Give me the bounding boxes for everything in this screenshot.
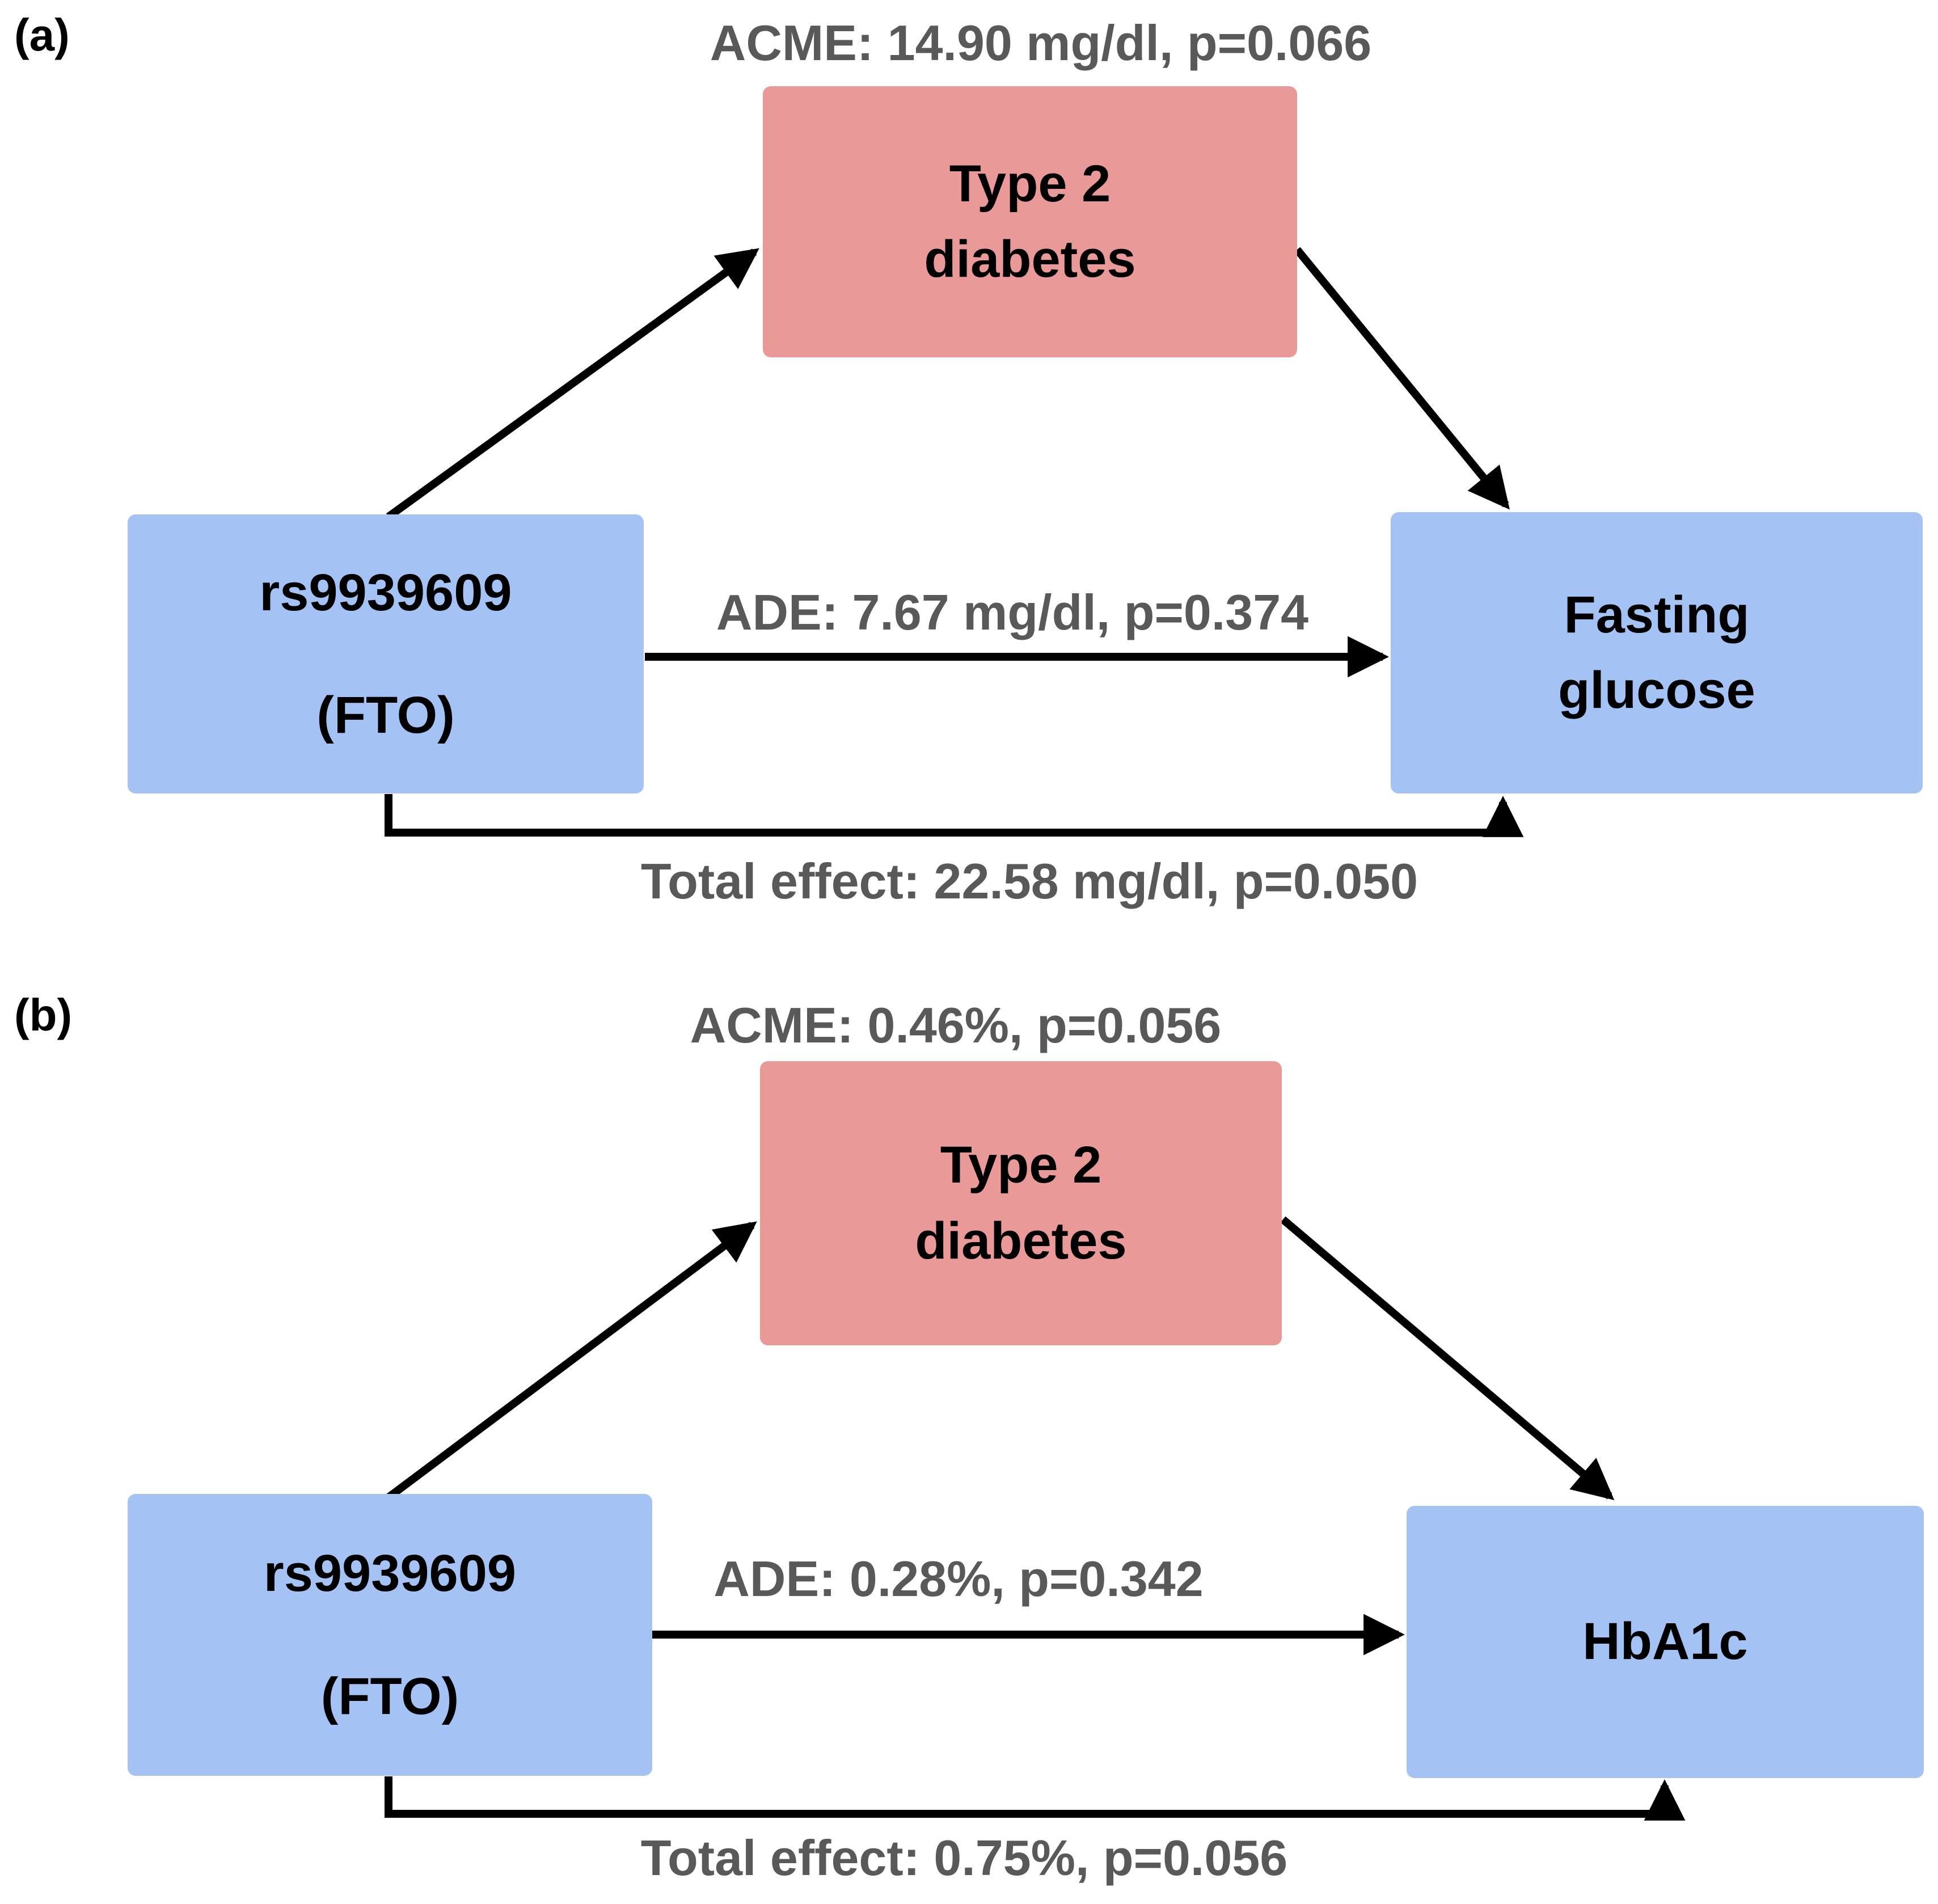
exposure-box-b: rs9939609 (FTO) (128, 1494, 652, 1776)
arrow-exposure-to-mediator-a (386, 248, 759, 520)
arrows-panel-a (385, 247, 1524, 837)
mediator-label-line2-a: diabetes (924, 230, 1136, 288)
arrow-total-effect-a (385, 794, 1524, 837)
acme-label-a: ACME: 14.90 mg/dl, p=0.066 (710, 15, 1372, 71)
mediator-label-line2-b: diabetes (915, 1211, 1127, 1270)
exposure-label-line2-a: (FTO) (316, 686, 455, 744)
outcome-label-line2-a: glucose (1558, 661, 1755, 719)
acme-label-b: ACME: 0.46%, p=0.056 (690, 997, 1222, 1053)
total-effect-label-b: Total effect: 0.75%, p=0.056 (640, 1830, 1288, 1886)
mediator-box-a: Type 2 diabetes (763, 86, 1297, 357)
outcome-box-a: Fasting glucose (1391, 512, 1923, 793)
mediator-box-b: Type 2 diabetes (760, 1061, 1282, 1345)
outcome-label-line1-a: Fasting (1564, 585, 1750, 644)
total-effect-label-a: Total effect: 22.58 mg/dl, p=0.050 (640, 853, 1418, 909)
panel-b-tag: (b) (14, 990, 73, 1040)
ade-label-a: ADE: 7.67 mg/dl, p=0.374 (716, 584, 1309, 640)
panel-a-tag: (a) (14, 10, 70, 60)
exposure-label-line1-b: rs9939609 (263, 1544, 517, 1603)
arrow-exposure-to-mediator-b (386, 1221, 757, 1501)
exposure-label-line2-b: (FTO) (320, 1667, 459, 1725)
outcome-box-b: HbA1c (1407, 1506, 1924, 1778)
arrow-mediator-to-outcome-b (1280, 1216, 1615, 1501)
exposure-label-line1-a: rs9939609 (259, 563, 512, 622)
ade-label-b: ADE: 0.28%, p=0.342 (713, 1551, 1204, 1607)
mediator-label-line1-a: Type 2 (949, 154, 1111, 213)
arrow-total-effect-b (385, 1776, 1686, 1821)
exposure-box-a: rs9939609 (FTO) (128, 514, 644, 793)
mediator-label-line1-b: Type 2 (940, 1136, 1102, 1194)
arrow-mediator-to-outcome-a (1294, 247, 1510, 510)
outcome-label-line1-b: HbA1c (1582, 1612, 1748, 1671)
arrows-panel-b (385, 1216, 1686, 1821)
